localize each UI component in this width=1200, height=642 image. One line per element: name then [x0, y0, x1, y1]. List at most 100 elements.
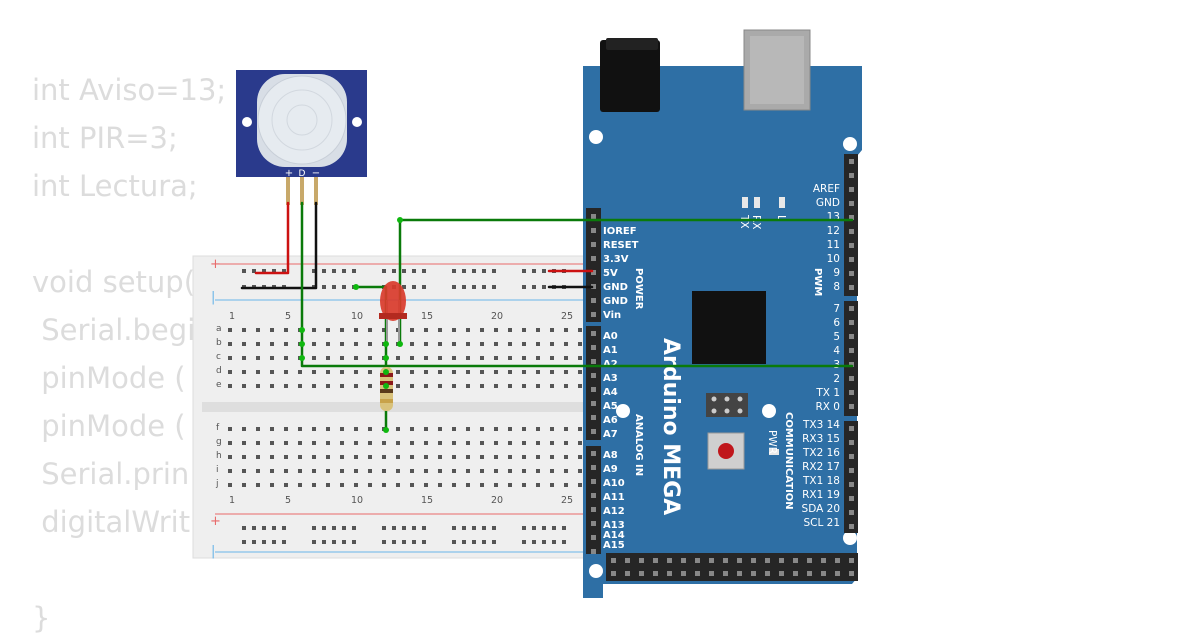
breadboard-hole — [424, 370, 428, 374]
pin-label-gnd: GND — [603, 282, 628, 293]
breadboard-hole — [466, 384, 470, 388]
rail-hole — [342, 285, 346, 289]
led-rim — [379, 313, 407, 319]
rail-hole — [382, 540, 386, 544]
header-pin — [653, 571, 658, 576]
breadboard-hole — [494, 370, 498, 374]
pin-label-10: 10 — [827, 253, 840, 265]
breadboard-hole — [424, 356, 428, 360]
rail-hole — [532, 269, 536, 273]
rail-hole — [522, 540, 526, 544]
rail-hole — [342, 540, 346, 544]
pir-pin-plus: + — [285, 168, 293, 179]
breadboard-hole — [424, 342, 428, 346]
rail-hole — [262, 269, 266, 273]
led-rx — [754, 197, 760, 208]
analog-header-1[interactable] — [586, 326, 601, 440]
bottom-header[interactable] — [606, 553, 858, 581]
breadboard-hole — [550, 328, 554, 332]
breadboard-hole — [256, 342, 260, 346]
pin-label-a9: A9 — [603, 464, 618, 475]
header-pin — [849, 510, 854, 515]
breadboard-hole — [564, 469, 568, 473]
rail-hole — [402, 540, 406, 544]
header-pin — [639, 558, 644, 563]
pin-label-a0: A0 — [603, 331, 618, 342]
pin-label-ioref: IOREF — [603, 226, 637, 237]
mounting-hole — [616, 404, 630, 418]
header-pin — [591, 359, 596, 364]
breadboard-hole — [382, 441, 386, 445]
analog-header-2[interactable] — [586, 446, 601, 554]
pir-dome-ring — [271, 89, 333, 151]
breadboard-hole — [564, 384, 568, 388]
breadboard-hole — [326, 370, 330, 374]
reset-button-cap[interactable] — [718, 443, 734, 459]
breadboard-hole — [368, 427, 372, 431]
code-line: int Aviso=13; — [32, 73, 227, 107]
rail-hole — [412, 269, 416, 273]
connection-dot — [397, 217, 403, 223]
breadboard-hole — [284, 427, 288, 431]
rail-hole — [472, 540, 476, 544]
pir-leg — [300, 177, 304, 205]
pin-label-a10: A10 — [603, 478, 625, 489]
header-pin — [591, 228, 596, 233]
rail-hole — [282, 526, 286, 530]
header-pin — [849, 215, 854, 220]
breadboard-hole — [466, 455, 470, 459]
breadboard-hole — [354, 384, 358, 388]
pin-label-a8: A8 — [603, 450, 618, 461]
breadboard-hole — [270, 384, 274, 388]
breadboard-hole — [242, 455, 246, 459]
breadboard-hole — [326, 427, 330, 431]
digital-header-top[interactable] — [844, 154, 858, 296]
rail-hole — [452, 285, 456, 289]
breadboard-hole — [368, 356, 372, 360]
breadboard-hole — [466, 427, 470, 431]
breadboard-hole — [312, 328, 316, 332]
rail-hole — [482, 526, 486, 530]
header-pin — [591, 270, 596, 275]
header-pin — [591, 479, 596, 484]
breadboard-hole — [396, 384, 400, 388]
power-header[interactable] — [586, 208, 601, 322]
breadboard-hole — [396, 441, 400, 445]
breadboard-hole — [522, 441, 526, 445]
rail-hole — [272, 526, 276, 530]
comm-header[interactable] — [844, 421, 858, 533]
wire-pir-vcc — [254, 201, 290, 275]
header-pin — [849, 404, 854, 409]
rail-hole — [492, 269, 496, 273]
rail-hole — [492, 285, 496, 289]
breadboard-hole — [326, 441, 330, 445]
analog-title: ANALOG IN — [633, 414, 644, 476]
breadboard-hole — [228, 455, 232, 459]
breadboard-hole — [494, 356, 498, 360]
breadboard-hole — [354, 370, 358, 374]
pin-label-a1: A1 — [603, 345, 618, 356]
top-minus-sign: | — [211, 290, 215, 305]
mounting-hole — [843, 137, 857, 151]
header-pin — [793, 558, 798, 563]
breadboard-hole — [382, 483, 386, 487]
breadboard-hole — [368, 483, 372, 487]
digital-header-mid[interactable] — [844, 301, 858, 416]
connection-dot — [383, 383, 389, 389]
breadboard-hole — [466, 441, 470, 445]
pin-label-rx2: RX2 17 — [802, 461, 840, 473]
col-number: 20 — [491, 311, 503, 322]
rail-hole — [462, 540, 466, 544]
pir-mount-hole — [352, 117, 362, 127]
center-divider — [202, 402, 594, 412]
pin-label-a3: A3 — [603, 373, 618, 384]
header-pin — [591, 298, 596, 303]
breadboard-hole — [312, 427, 316, 431]
comm-title: COMMUNICATION — [783, 412, 794, 510]
rail-hole — [332, 285, 336, 289]
board-corner — [583, 584, 603, 598]
breadboard-hole — [284, 328, 288, 332]
breadboard-hole — [284, 469, 288, 473]
breadboard-hole — [312, 469, 316, 473]
